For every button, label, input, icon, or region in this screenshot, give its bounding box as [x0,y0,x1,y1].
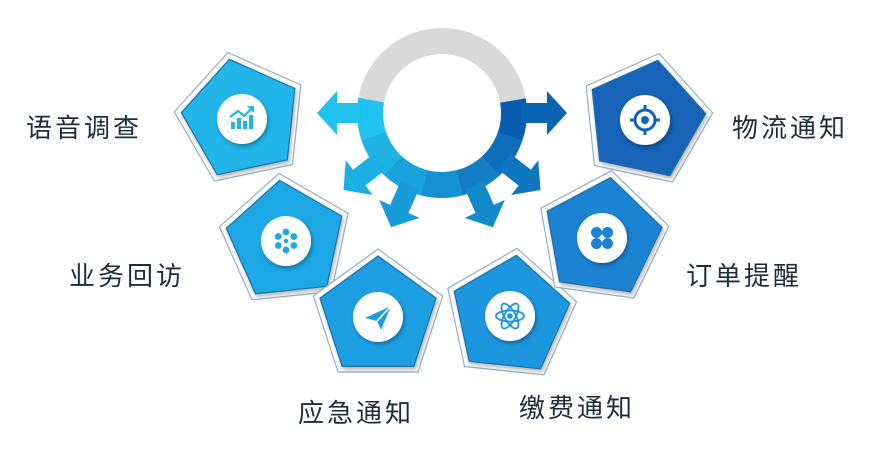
label-business-callback: 业务回访 [69,262,186,292]
ring-segment [497,98,527,141]
gear-arrow [498,153,541,195]
gear-arrow [521,91,567,135]
badge-paper-plane [312,248,444,373]
ring-segment [361,131,402,176]
gear-arrow [464,181,505,228]
badge-trend-chart [173,51,302,182]
label-logistics-notice: 物流通知 [732,114,849,144]
ring-segment [420,170,463,198]
ring-segment [357,97,387,141]
atom-icon [485,291,535,341]
four-petal-icon [577,213,627,263]
badge-atom [447,247,578,376]
ring-segment [383,156,428,196]
trend-chart-icon [217,94,267,144]
label-emergency-notice: 应急通知 [298,399,415,429]
gear-arrow [343,153,386,195]
ring-segment [481,131,523,176]
paper-plane-icon [353,292,403,342]
badge-target [585,52,714,183]
label-order-reminder: 订单提醒 [686,262,803,292]
badge-dots-circle [218,172,349,301]
gear-arrow [317,91,363,135]
ring-gray-arc [358,27,526,103]
target-icon [620,95,670,145]
label-voice-survey: 语音调查 [26,114,143,144]
dots-circle-icon [261,216,311,266]
gear-arrow [379,181,420,228]
ring-segment [456,156,500,196]
label-payment-notice: 缴费通知 [519,394,636,424]
badge-four-petal [540,169,670,299]
